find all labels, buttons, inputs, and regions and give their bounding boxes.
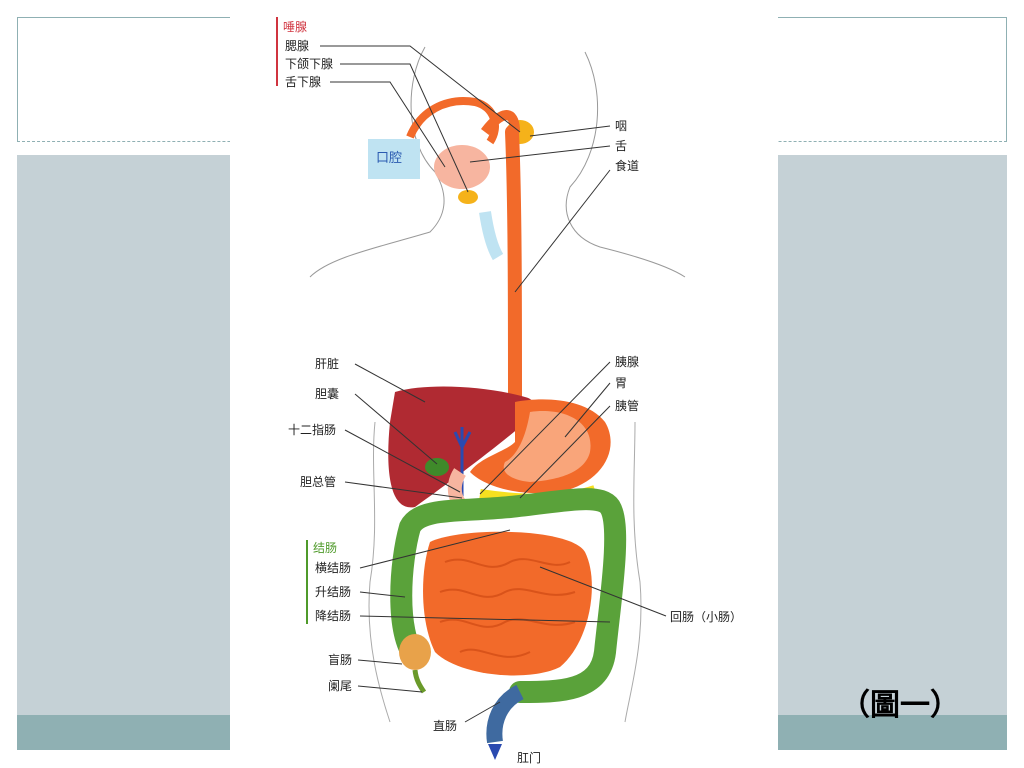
leader-cecum [358,660,402,664]
label-sublingual: 舌下腺 [285,75,321,89]
leader-pharynx [530,126,610,136]
label-descending-colon: 降结肠 [315,609,351,623]
label-pharynx: 咽 [615,119,627,133]
rectum [494,692,520,742]
digestive-system-diagram: 口腔 唾腺 腮腺 下颌下腺 舌下腺 咽 舌 食道 肝脏 胆囊 十二指肠 胆总管 [230,2,778,766]
label-liver: 肝脏 [315,356,339,371]
oral-cavity-label: 口腔 [376,151,402,166]
torso-right [625,422,641,722]
leader-liver [355,364,425,402]
esophagus [512,132,515,402]
label-duodenum: 十二指肠 [288,422,336,437]
tongue [434,145,490,189]
label-anus: 肛门 [517,750,541,765]
figure-caption: （圖一） [840,680,960,724]
label-submandibular: 下颌下腺 [285,56,333,71]
label-rectum: 直肠 [433,719,457,733]
leader-esophagus [515,170,610,292]
appendix [415,670,424,692]
label-cecum: 盲肠 [328,652,352,667]
leader-appendix [358,686,422,692]
label-ascending-colon: 升结肠 [315,585,351,599]
cecum [399,634,431,670]
label-gallbladder: 胆囊 [315,386,339,401]
label-ileum: 回肠（小肠） [670,610,742,624]
label-pancreatic-duct: 胰管 [615,398,639,413]
nasal-cavity [410,101,495,142]
label-pancreas: 胰腺 [615,355,639,369]
label-parotid: 腮腺 [285,39,309,53]
label-esophagus: 食道 [615,158,639,173]
gallbladder [425,458,449,476]
label-stomach: 胃 [615,376,627,390]
small-intestine [423,532,592,676]
leader-tongue [470,146,610,162]
diagram-svg: 口腔 唾腺 腮腺 下颌下腺 舌下腺 咽 舌 食道 肝脏 胆囊 十二指肠 胆总管 [230,2,778,766]
label-bile-duct: 胆总管 [300,474,336,489]
anus [488,744,502,760]
submandibular-gland [458,190,478,204]
label-transverse-colon: 横结肠 [315,561,351,575]
colon-group-label: 结肠 [313,541,337,555]
salivary-group-label: 唾腺 [283,20,307,34]
trachea [485,212,498,257]
torso-left [369,422,390,722]
label-appendix: 阑尾 [328,678,352,693]
label-tongue: 舌 [615,139,627,153]
